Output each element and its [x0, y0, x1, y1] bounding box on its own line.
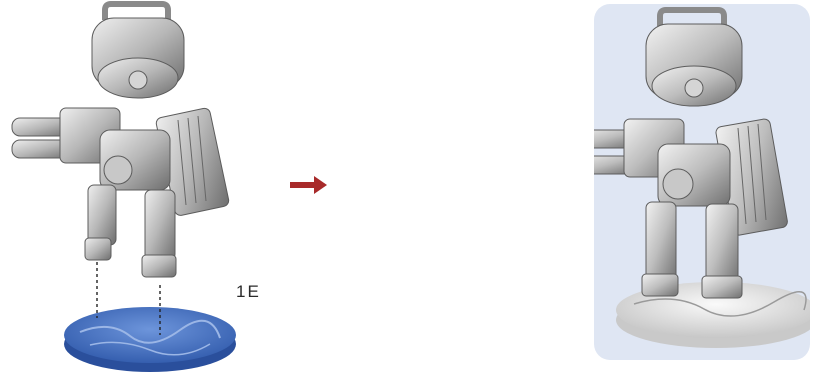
assembled-mech-illustration [594, 4, 810, 360]
mech-model-assembled [594, 10, 788, 298]
unassembled-mech-illustration [0, 0, 260, 377]
step-label: 1E [236, 282, 261, 302]
blue-base [64, 307, 236, 372]
mech-model [12, 4, 230, 277]
right-arrow-icon [290, 175, 328, 195]
